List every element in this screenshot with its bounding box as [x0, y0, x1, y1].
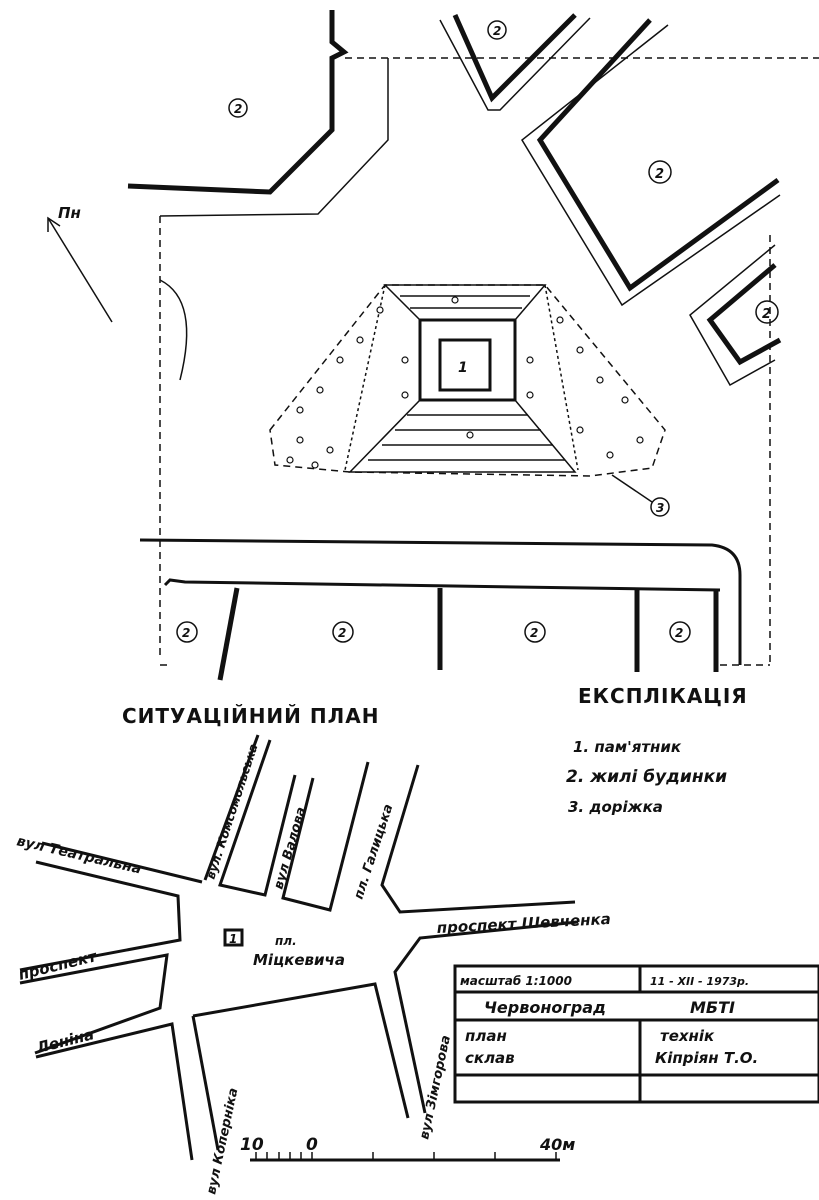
scale-left-label: 10 — [240, 1135, 264, 1155]
street-label-halytska: пл. Галицька — [352, 802, 397, 901]
trees — [286, 296, 644, 469]
building-right-small — [689, 244, 782, 387]
title-block-org: МБТІ — [690, 998, 735, 1017]
situation-plan-title: СИТУАЦІЙНИЙ ПЛАН — [122, 704, 379, 728]
monument-marker-label: 1 — [229, 932, 237, 946]
building-right — [521, 18, 781, 307]
callout-building: 2 — [493, 24, 501, 38]
legend-item: 3. доріжка — [568, 798, 663, 816]
monument-icon — [438, 338, 492, 392]
street-label-komsomolska: вул. Комсомольська — [204, 742, 261, 881]
curve-feature — [159, 279, 188, 381]
street-label-zimhorova: вул Зімгорова — [417, 1034, 454, 1141]
callout-building: 2 — [675, 626, 683, 640]
situation-plan-map — [19, 734, 579, 1161]
legend-item: 2. жилі будинки — [566, 767, 727, 787]
scale-bar — [250, 1152, 560, 1162]
scale-zero-label: 0 — [306, 1135, 318, 1155]
callout-building: 2 — [182, 626, 190, 640]
north-arrow-icon: Пн — [47, 204, 113, 323]
legend-title: ЕКСПЛІКАЦІЯ — [578, 684, 748, 708]
north-label: Пн — [58, 204, 81, 222]
square-label: пл. — [275, 934, 297, 948]
title-block-doc: план — [465, 1027, 507, 1045]
scale-right-label: 40м — [539, 1135, 575, 1154]
callout-building: 2 — [338, 626, 346, 640]
street-label-shevchenka: проспект Шевченка — [436, 910, 611, 937]
title-block-date: 11 - XII - 1973р. — [650, 975, 749, 988]
callout-path: 3 — [656, 501, 664, 515]
title-block-author: Кіпріян Т.О. — [655, 1049, 758, 1067]
street-label-lenina: Леніна — [34, 1025, 96, 1057]
building-top — [439, 13, 591, 111]
buildings-bottom — [217, 587, 719, 681]
monument-plaza — [269, 284, 666, 477]
title-block-scale: масштаб 1:1000 — [460, 974, 572, 988]
callout-monument: 1 — [458, 360, 468, 376]
title-block-city: Червоноград — [484, 998, 606, 1017]
road — [139, 538, 742, 665]
callout-building: 2 — [234, 102, 242, 116]
title-block-role: технік — [660, 1027, 715, 1045]
building-top-left — [127, 10, 389, 217]
legend-item: 1. пам'ятник — [573, 738, 682, 756]
monument-marker — [223, 928, 244, 947]
street-label-prospekt: проспект — [17, 947, 100, 984]
title-block — [453, 964, 819, 1104]
callout-building: 2 — [762, 307, 771, 322]
callout-building: 2 — [655, 167, 664, 182]
square-name: Міцкевича — [253, 951, 345, 969]
title-block-compiled: склав — [465, 1049, 515, 1067]
callout-building: 2 — [530, 626, 538, 640]
